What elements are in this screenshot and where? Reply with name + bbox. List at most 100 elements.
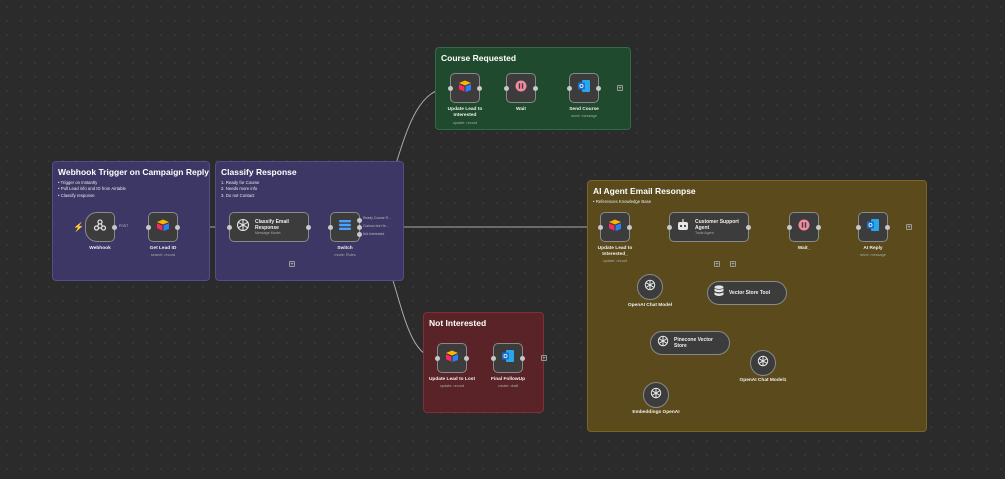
add-tool-plus[interactable]: + [730, 261, 736, 268]
switch-icon [338, 218, 352, 236]
node-label: Send Course [569, 107, 599, 112]
node-label: Wait [516, 107, 526, 112]
airtable-icon [445, 349, 459, 367]
node-vector-tool[interactable]: Vector Store Tool [707, 281, 787, 305]
output-port[interactable] [357, 225, 362, 230]
output-port[interactable] [357, 232, 362, 237]
output-port[interactable] [520, 356, 525, 361]
add-node-plus[interactable]: + [617, 85, 623, 92]
node-label: Wait_ [797, 246, 811, 251]
openai-icon [650, 386, 662, 404]
note-line: Classify response [58, 193, 126, 199]
node-subtitle: Tools Agent [695, 231, 714, 235]
openai-icon [757, 354, 769, 372]
node-openai-chat[interactable] [637, 274, 663, 300]
output-port[interactable] [175, 225, 180, 230]
node-ai-reply[interactable]: O [856, 212, 890, 242]
group-title: AI Agent Email Resonpse [593, 186, 696, 196]
note-line: 2. Needs more info [221, 186, 258, 192]
node-label: Update Lead to Interested [447, 107, 483, 118]
note-line: Pull Lead info and ID from Airtable [58, 186, 126, 192]
outlook-icon: O [577, 79, 591, 98]
note-line: Trigger on Instantly [58, 180, 126, 186]
group-webhook-trigger[interactable]: Webhook Trigger on Campaign Reply Trigge… [52, 161, 210, 281]
input-port[interactable] [448, 86, 453, 91]
input-port[interactable] [227, 225, 232, 230]
group-title: Course Requested [441, 53, 517, 63]
switch-output-label: Ready Course R... [363, 216, 391, 220]
svg-text:O: O [868, 223, 873, 229]
node-get-lead-id[interactable] [146, 212, 180, 242]
node-label: Update Lead to Lost [428, 377, 476, 382]
outlook-icon: O [501, 349, 515, 368]
switch-output-label: Not Interested [363, 232, 385, 236]
node-label: Switch [337, 246, 353, 251]
output-port[interactable] [477, 86, 482, 91]
output-port[interactable] [885, 225, 890, 230]
edge-label-post: POST [119, 224, 129, 228]
note-line: 1. Ready for Course [221, 180, 260, 185]
node-webhook[interactable] [85, 212, 117, 242]
output-port[interactable] [112, 225, 117, 230]
node-pinecone[interactable]: Pinecone Vector Store [650, 331, 730, 355]
output-port[interactable] [627, 225, 632, 230]
node-label: Classify Email Response [255, 219, 289, 231]
output-port[interactable] [357, 218, 362, 223]
add-node-plus[interactable]: + [541, 355, 547, 362]
node-label: Get Lead ID [149, 246, 177, 251]
group-title: Classify Response [221, 167, 297, 177]
output-port[interactable] [533, 86, 538, 91]
node-embeddings[interactable] [643, 382, 669, 408]
input-port[interactable] [435, 356, 440, 361]
output-port[interactable] [306, 225, 311, 230]
node-subtitle: update: record [439, 384, 465, 388]
outlook-icon: O [866, 218, 880, 237]
node-subtitle: mode: Rules [334, 253, 356, 257]
node-openai-chat-1[interactable] [750, 350, 776, 376]
openai-icon [644, 278, 656, 296]
input-port[interactable] [787, 225, 792, 230]
node-subtitle: send: message [860, 253, 886, 257]
node-update-interested-2[interactable] [598, 212, 632, 242]
node-support-agent[interactable]: Customer Support Agent Tools Agent [667, 212, 751, 242]
node-subtitle: create: draft [497, 384, 519, 388]
output-port[interactable] [596, 86, 601, 91]
switch-output-label: Curious but He... [363, 224, 389, 228]
openai-icon [657, 334, 669, 352]
input-port[interactable] [328, 225, 333, 230]
note-line: References Knowledge Base [593, 199, 651, 205]
node-wait-2[interactable] [787, 212, 821, 242]
node-label: Embeddings OpenAI [632, 410, 680, 415]
node-send-course[interactable]: O [567, 73, 601, 103]
output-port[interactable] [746, 225, 751, 230]
output-port[interactable] [816, 225, 821, 230]
node-label: Vector Store Tool [729, 290, 771, 296]
add-memory-plus[interactable]: + [714, 261, 720, 268]
input-port[interactable] [567, 86, 572, 91]
node-wait[interactable] [504, 73, 538, 103]
node-subtitle: send: message [571, 114, 597, 118]
node-label: Customer Support Agent [695, 219, 739, 231]
node-label: Update Lead to Interested_ [597, 246, 633, 257]
input-port[interactable] [667, 225, 672, 230]
node-switch[interactable] [328, 212, 362, 242]
output-port[interactable] [464, 356, 469, 361]
node-update-lost[interactable] [435, 343, 469, 373]
input-port[interactable] [146, 225, 151, 230]
add-node-plus[interactable]: + [906, 224, 912, 231]
node-classify-email[interactable]: Classify Email Response Message Model [227, 212, 311, 242]
group-title: Webhook Trigger on Campaign Reply [58, 167, 209, 177]
svg-text:O: O [503, 354, 508, 360]
input-port[interactable] [598, 225, 603, 230]
node-update-interested[interactable] [448, 73, 482, 103]
svg-text:O: O [579, 84, 584, 90]
node-final-followup[interactable]: O [491, 343, 525, 373]
input-port[interactable] [491, 356, 496, 361]
node-label: Webhook [89, 246, 111, 251]
node-label: OpenAI Chat Model1 [739, 378, 787, 383]
add-tool-plus[interactable]: + [289, 261, 295, 268]
input-port[interactable] [856, 225, 861, 230]
pause-icon [515, 79, 527, 97]
input-port[interactable] [504, 86, 509, 91]
group-notes: References Knowledge Base [593, 199, 651, 205]
